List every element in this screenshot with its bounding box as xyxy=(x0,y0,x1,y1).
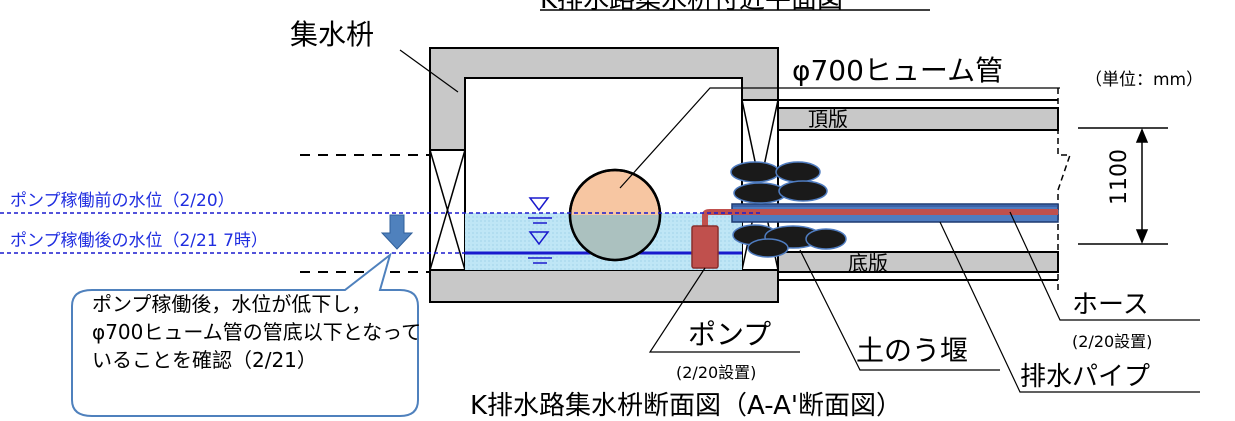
height-dimension xyxy=(1078,127,1168,245)
caption: K排水路集水枡断面図（A-A'断面図） xyxy=(470,391,902,421)
height-dimension-value: 1100 xyxy=(1107,149,1132,205)
callout-text: ポンプ稼働後，水位が低下し，φ700ヒューム管の管底以下となっていることを確認（… xyxy=(92,292,422,372)
top-title: K排水路集水枡付近平面図 xyxy=(540,0,843,15)
hose-leader xyxy=(1009,211,1200,321)
hose-label: ホース xyxy=(1072,290,1149,320)
hose-date-label: (2/20設置) xyxy=(1072,332,1152,351)
sandbag-leader xyxy=(799,249,1000,371)
bottom-slab xyxy=(777,251,1059,281)
water-level-symbol-after xyxy=(528,231,552,264)
hose xyxy=(702,209,1058,230)
down-arrow-icon xyxy=(380,214,414,250)
hume-pipe-leader xyxy=(619,87,1060,189)
catch-basin-label: 集水枡 xyxy=(290,18,374,51)
bottom-slab-label: 底版 xyxy=(848,251,888,275)
pump-date-label: (2/20設置) xyxy=(676,363,756,382)
top-slab-label: 頂版 xyxy=(808,107,848,131)
hume-pipe-label: φ700ヒューム管 xyxy=(792,54,1003,87)
pump-label: ポンプ xyxy=(688,318,771,351)
drain-pipe-label: 排水パイプ xyxy=(1020,362,1150,392)
water-level-after-label: ポンプ稼働後の水位（2/21 7時） xyxy=(10,231,268,251)
catch-basin-leader xyxy=(399,49,459,93)
break-line xyxy=(1057,88,1072,290)
sandbag-weir-label: 土のう堰 xyxy=(856,334,968,367)
water-level-before-label: ポンプ稼働前の水位（2/20） xyxy=(10,191,235,211)
pump-leader xyxy=(648,267,800,353)
callout-balloon xyxy=(71,252,419,417)
drain-pipe-leader xyxy=(939,221,1200,393)
water-level-symbol-before xyxy=(528,197,552,224)
pump xyxy=(691,225,719,269)
unit-label: （単位：mm） xyxy=(1085,70,1203,90)
sandbag-weir xyxy=(730,161,847,258)
hume-pipe-section xyxy=(568,168,662,262)
